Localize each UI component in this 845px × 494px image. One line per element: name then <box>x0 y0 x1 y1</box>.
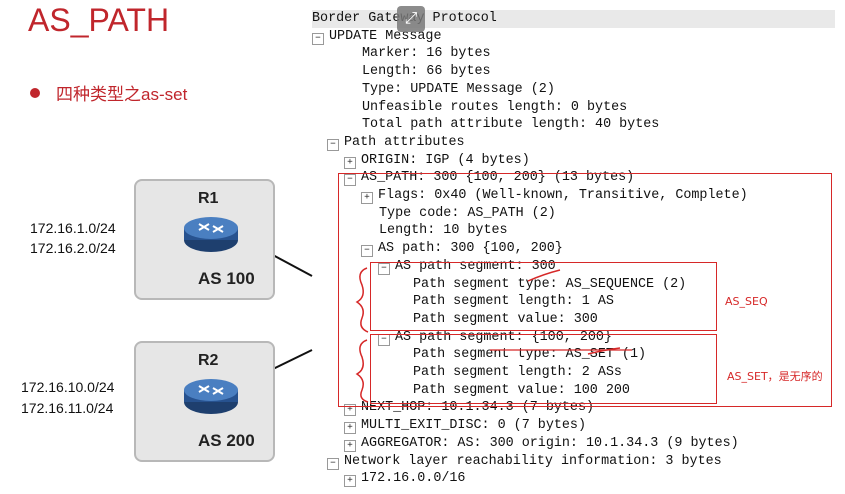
tree-row-text: 172.16.0.0/16 <box>361 471 466 487</box>
tree-row-text: AGGREGATOR: AS: 300 origin: 10.1.34.3 (9… <box>361 435 739 451</box>
seq-segment-highlight <box>370 262 717 331</box>
tree-row: Path segment type: AS_SET (1) <box>413 346 646 364</box>
expand-plus-icon[interactable]: + <box>344 404 356 417</box>
tree-row[interactable]: + AGGREGATOR: AS: 300 origin: 10.1.34.3 (… <box>344 435 739 453</box>
collapse-minus-icon[interactable]: − <box>327 457 339 470</box>
bullet-text: 四种类型之as-set <box>56 85 188 104</box>
slide-title: AS_PATH <box>28 2 170 38</box>
tree-row: Length: 66 bytes <box>362 63 491 81</box>
tree-row-text: Unfeasible routes length: 0 bytes <box>362 99 628 115</box>
tree-row[interactable]: −AS path segment: {100, 200} <box>378 329 612 347</box>
expand-plus-icon[interactable]: + <box>344 422 356 435</box>
router-r1-name: R1 <box>198 190 219 207</box>
tree-row-text: Type code: AS_PATH (2) <box>379 205 556 221</box>
tree-row[interactable]: −AS_PATH: 300 {100, 200} (13 bytes) <box>344 169 634 187</box>
collapse-minus-icon[interactable]: − <box>378 262 390 275</box>
annotation-as-seq: AS_SEQ <box>725 295 768 308</box>
tree-row[interactable]: −UPDATE Message <box>312 28 442 46</box>
tree-row-text: Total path attribute length: 40 bytes <box>362 117 660 133</box>
tree-row-text: UPDATE Message <box>329 28 442 44</box>
tree-row[interactable]: + MULTI_EXIT_DISC: 0 (7 bytes) <box>344 417 586 435</box>
router-icon <box>184 379 238 414</box>
tree-row-text: Type: UPDATE Message (2) <box>362 81 555 97</box>
router-icon <box>184 217 238 252</box>
tree-row[interactable]: −Network layer reachability information:… <box>327 453 722 471</box>
tree-row: Type: UPDATE Message (2) <box>362 81 555 99</box>
bullet-dot-icon <box>30 87 40 98</box>
tree-row: Path segment value: 100 200 <box>413 382 630 400</box>
tree-row: Marker: 16 bytes <box>362 45 491 63</box>
tree-row-text: AS_PATH: 300 {100, 200} (13 bytes) <box>361 170 635 186</box>
tree-row[interactable]: + ORIGIN: IGP (4 bytes) <box>344 152 530 170</box>
tree-row: Type code: AS_PATH (2) <box>379 205 556 223</box>
tree-row[interactable]: −Path attributes <box>327 134 465 152</box>
annotation-as-set: AS_SET，是无序的 <box>727 370 823 383</box>
set-segment-highlight <box>370 334 717 404</box>
expand-plus-icon[interactable]: + <box>344 156 356 169</box>
r1-network-2: 172.16.2.0/24 <box>30 240 116 256</box>
tree-row-text: Path segment length: 2 ASs <box>413 365 622 380</box>
tree-row-text: Length: 66 bytes <box>362 64 491 80</box>
tree-header: Border Gateway Protocol <box>312 10 835 28</box>
tree-row-text: AS path segment: {100, 200} <box>395 329 612 345</box>
collapse-minus-icon[interactable]: − <box>361 245 373 258</box>
expand-plus-icon[interactable]: + <box>344 475 356 488</box>
tree-row-text: Path segment value: 300 <box>413 311 598 327</box>
tree-row-text: Network layer reachability information: … <box>344 453 722 469</box>
r2-network-1: 172.16.10.0/24 <box>21 379 115 395</box>
tree-row-text: ORIGIN: IGP (4 bytes) <box>361 152 530 168</box>
router-r2-name: R2 <box>198 352 219 369</box>
tree-row-text: Path segment type: AS_SET (1) <box>413 347 647 363</box>
tree-row: Path segment length: 1 AS <box>413 293 614 311</box>
as-path-highlight <box>338 173 832 407</box>
router-r1-as: AS 100 <box>198 269 255 288</box>
tree-row: Total path attribute length: 40 bytes <box>362 116 659 134</box>
tree-row-text: Length: 10 bytes <box>379 223 508 239</box>
tree-row: Path segment length: 2 ASs <box>413 364 622 382</box>
expand-plus-icon[interactable]: + <box>344 439 356 452</box>
r1-network-1: 172.16.1.0/24 <box>30 220 116 236</box>
tree-row-text: Flags: 0x40 (Well-known, Transitive, Com… <box>378 188 748 203</box>
tree-row: Path segment value: 300 <box>413 311 598 329</box>
tree-row-text: Marker: 16 bytes <box>362 46 491 62</box>
expand-plus-icon[interactable]: + <box>361 192 373 204</box>
tree-row-text: AS path: 300 {100, 200} <box>378 241 563 257</box>
collapse-minus-icon[interactable]: − <box>327 138 339 151</box>
bullet-item: 四种类型之as-set <box>30 80 187 105</box>
tree-row: Length: 10 bytes <box>379 222 508 240</box>
tree-row-text: Path attributes <box>344 134 465 150</box>
router-r2-as: AS 200 <box>198 431 255 450</box>
tree-row-text: Path segment value: 100 200 <box>413 382 630 398</box>
tree-row-text: NEXT_HOP: 10.1.34.3 (7 bytes) <box>361 400 595 416</box>
collapse-minus-icon[interactable]: − <box>344 174 356 187</box>
tree-row[interactable]: +172.16.0.0/16 <box>344 470 465 488</box>
tree-row[interactable]: + NEXT_HOP: 10.1.34.3 (7 bytes) <box>344 399 594 417</box>
tree-row[interactable]: −AS path: 300 {100, 200} <box>361 240 563 258</box>
tree-row-text: Path segment length: 1 AS <box>413 294 614 310</box>
r2-network-2: 172.16.11.0/24 <box>21 400 114 416</box>
expand-icon[interactable]: ⤢ <box>397 6 425 32</box>
tree-row: Unfeasible routes length: 0 bytes <box>362 99 627 117</box>
tree-row-text: MULTI_EXIT_DISC: 0 (7 bytes) <box>361 418 586 434</box>
tree-row[interactable]: + Flags: 0x40 (Well-known, Transitive, Co… <box>361 187 748 205</box>
collapse-minus-icon[interactable]: − <box>312 32 324 45</box>
